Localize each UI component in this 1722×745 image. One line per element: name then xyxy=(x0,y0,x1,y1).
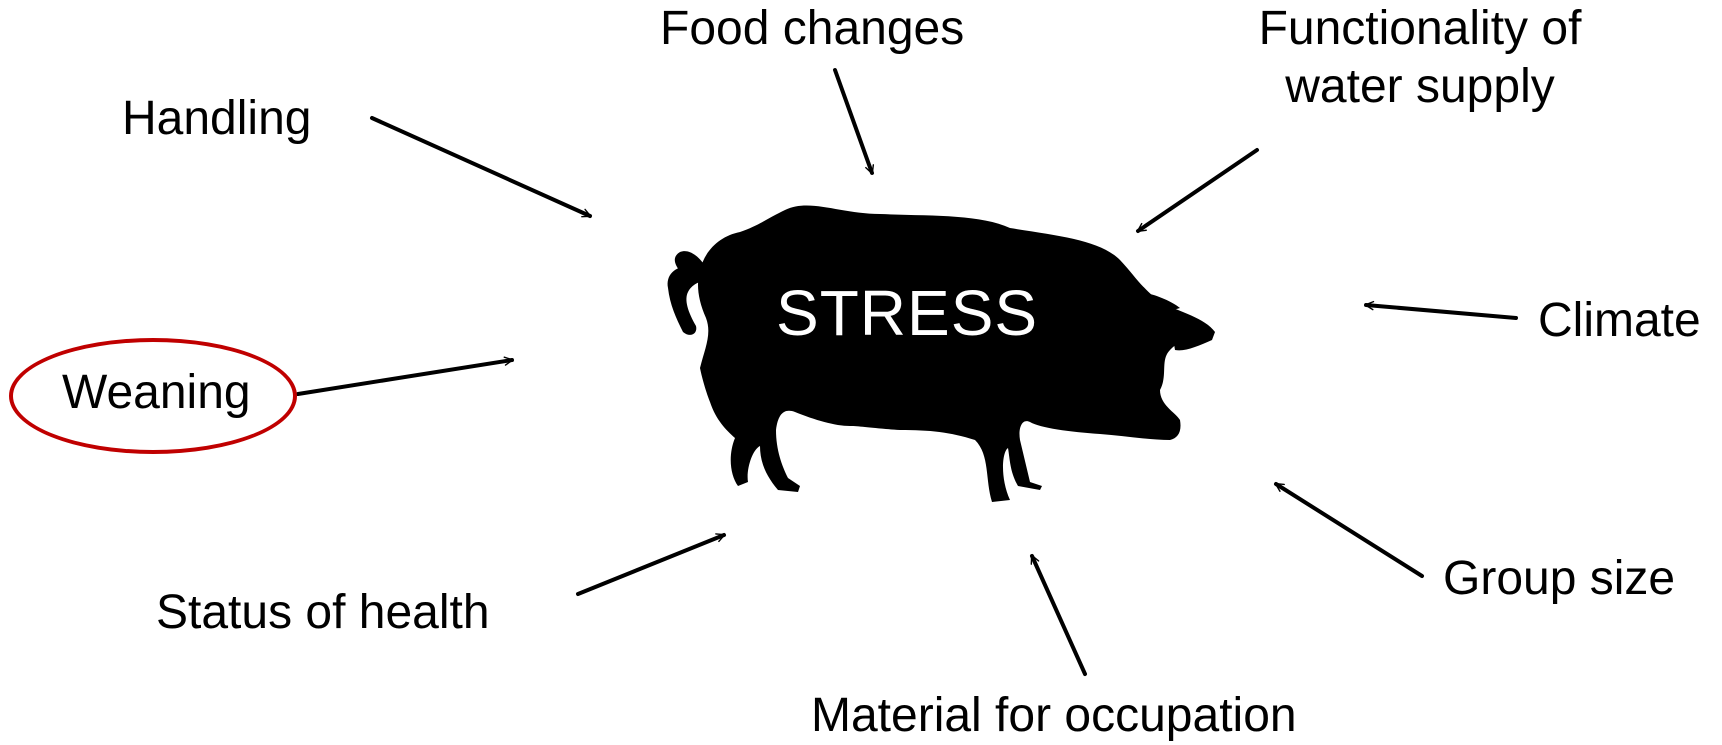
center-label-stress: STRESS xyxy=(776,276,1038,350)
arrow-material-for-occupation xyxy=(1032,556,1085,674)
label-water-supply-line2: water supply xyxy=(1240,58,1600,116)
label-status-of-health: Status of health xyxy=(156,584,490,642)
arrow-water-supply xyxy=(1138,150,1257,231)
pig-silhouette-icon xyxy=(668,206,1215,502)
label-group-size: Group size xyxy=(1443,550,1675,608)
arrow-climate xyxy=(1366,305,1516,318)
label-water-supply: Functionality of water supply xyxy=(1240,0,1600,115)
arrow-group-size xyxy=(1276,484,1422,576)
arrow-status-of-health xyxy=(578,535,724,594)
label-material-for-occupation: Material for occupation xyxy=(811,687,1297,745)
arrow-food-changes xyxy=(835,70,872,173)
label-weaning: Weaning xyxy=(62,364,251,422)
label-food-changes: Food changes xyxy=(660,0,964,58)
label-climate: Climate xyxy=(1538,292,1701,350)
arrow-handling xyxy=(372,118,590,216)
label-handling: Handling xyxy=(122,90,311,148)
label-water-supply-line1: Functionality of xyxy=(1240,0,1600,58)
arrow-weaning xyxy=(298,360,512,394)
